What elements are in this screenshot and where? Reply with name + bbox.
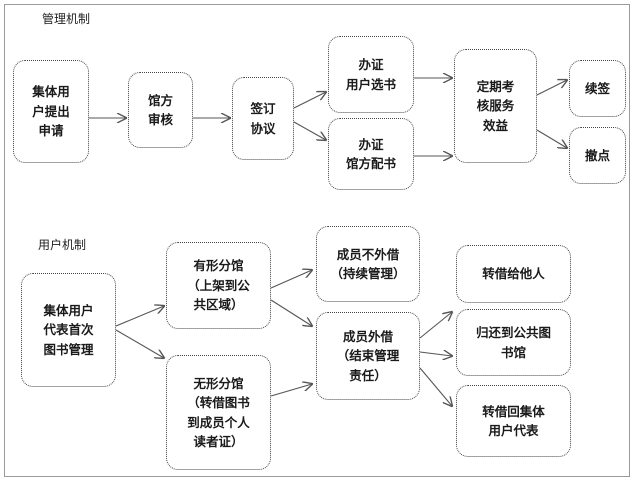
node-tangible-branch: 有形分馆 （上架到公 共区域）: [166, 242, 271, 329]
arrow-rep-to-intangible: [115, 329, 164, 358]
node-transfer-back-to-rep: 转借回集体 用户代表: [456, 385, 571, 457]
arrow-tangible-to-no-lend: [270, 270, 312, 289]
node-sign-agreement: 签订 协议: [232, 77, 294, 160]
node-intangible-branch: 无形分馆 （转借图书 到成员个人 读者证）: [166, 355, 271, 470]
arrow-sign-to-user-select: [293, 92, 326, 109]
node-return-to-public-library: 归还到公共图 书馆: [456, 309, 571, 376]
arrow-lend-to-transfer: [419, 312, 452, 339]
arrow-rep-to-tangible: [115, 306, 164, 327]
node-renew: 续签: [569, 60, 626, 117]
node-card-library-assign: 办证 馆方配书: [328, 118, 414, 190]
arrow-tangible-to-lend: [270, 299, 312, 326]
management-section-title: 管理机制: [42, 12, 91, 26]
node-rep-first-management: 集体用户 代表首次 图书管理: [21, 273, 116, 387]
user-section-title: 用户机制: [38, 238, 87, 252]
arrow-intangible-to-lend: [270, 384, 312, 397]
node-revoke: 撤点: [569, 127, 626, 184]
diagram-frame: [4, 4, 630, 477]
node-collective-apply: 集体用 户提出 申请: [13, 60, 89, 163]
node-card-user-select: 办证 用户选书: [328, 36, 414, 113]
node-member-lend: 成员外借 （结束管理 责任）: [316, 312, 420, 400]
arrow-sign-to-lib-assign: [293, 121, 326, 140]
arrow-lend-to-return: [419, 352, 452, 356]
node-library-review: 馆方 审核: [128, 72, 193, 148]
arrow-eval-to-revoke: [536, 129, 567, 148]
node-member-no-lend: 成员不外借 （持续管理）: [316, 226, 420, 302]
arrow-lend-to-back-rep: [419, 367, 452, 406]
node-periodic-evaluation: 定期考 核服务 效益: [454, 49, 537, 163]
node-transfer-to-others: 转借给他人: [456, 245, 571, 303]
arrow-eval-to-renew: [536, 80, 567, 96]
